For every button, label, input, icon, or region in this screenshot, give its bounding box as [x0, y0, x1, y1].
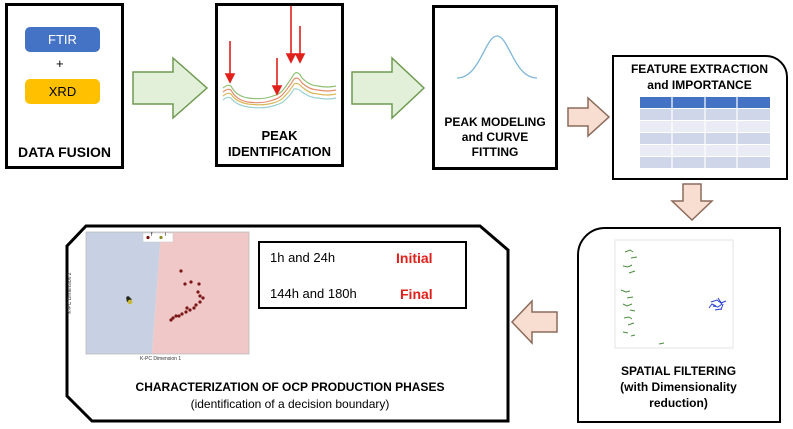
peak-identification-title-line2: IDENTIFICATION	[227, 144, 332, 159]
row2-phase: Final	[400, 286, 433, 302]
plot-ylabel: K-PC Dimension 2	[67, 272, 73, 314]
data-fusion-title: DATA FUSION	[17, 144, 112, 160]
peak-modeling-title-line2: and CURVE	[461, 130, 529, 144]
arrow-right-1	[132, 56, 209, 120]
plus-sign: +	[56, 56, 64, 71]
xrd-pill: XRD	[25, 79, 100, 104]
characterization-subtitle: (identification of a decision boundary)	[190, 397, 390, 411]
characterization-title: CHARACTERIZATION OF OCP PRODUCTION PHASE…	[135, 380, 445, 394]
peak-modeling-title-line3: FITTING	[471, 145, 519, 159]
spatial-filtering-title-line2: (with Dimensionality	[620, 380, 737, 394]
feature-extraction-title-line2: and IMPORTANCE	[647, 78, 752, 92]
phase-legend-box: 1h and 24h Initial 144h and 180h Final	[258, 241, 467, 309]
peak-identification-title-line1: PEAK	[261, 128, 298, 143]
peak-identification-box: PEAK IDENTIFICATION	[215, 3, 344, 167]
arrow-left	[510, 299, 558, 345]
spatial-filtering-box: SPATIAL FILTERING (with Dimensionality r…	[577, 227, 781, 423]
spatial-filtering-title-line3: reduction)	[649, 396, 708, 410]
data-fusion-box: FTIR + XRD DATA FUSION	[5, 3, 124, 169]
spatial-filtering-title-line1: SPATIAL FILTERING	[620, 364, 737, 378]
feature-extraction-box: FEATURE EXTRACTION and IMPORTANCE	[612, 55, 788, 180]
legend-label-1: f	[151, 232, 153, 238]
arrow-right-2	[351, 56, 426, 120]
decision-boundary-plot	[85, 231, 250, 355]
feature-extraction-title-line1: FEATURE EXTRACTION	[630, 62, 769, 76]
legend-label-2: i	[165, 232, 167, 238]
row1-time: 1h and 24h	[270, 250, 336, 265]
gaussian-curve	[456, 35, 538, 79]
spectra-plot	[222, 6, 337, 109]
arrow-right-3	[567, 96, 611, 138]
arrow-down	[670, 183, 714, 222]
row2-time: 144h and 180h	[270, 286, 357, 301]
ftir-pill: FTIR	[25, 27, 100, 52]
peak-modeling-title-line1: PEAK MODELING	[444, 115, 546, 129]
row1-phase: Initial	[396, 250, 433, 266]
peak-modeling-box: PEAK MODELING and CURVE FITTING	[432, 5, 558, 170]
feature-table-icon	[640, 97, 770, 168]
spatial-scatter-plot	[614, 239, 734, 349]
plot-xlabel: K-PC Dimension 1	[140, 356, 182, 362]
